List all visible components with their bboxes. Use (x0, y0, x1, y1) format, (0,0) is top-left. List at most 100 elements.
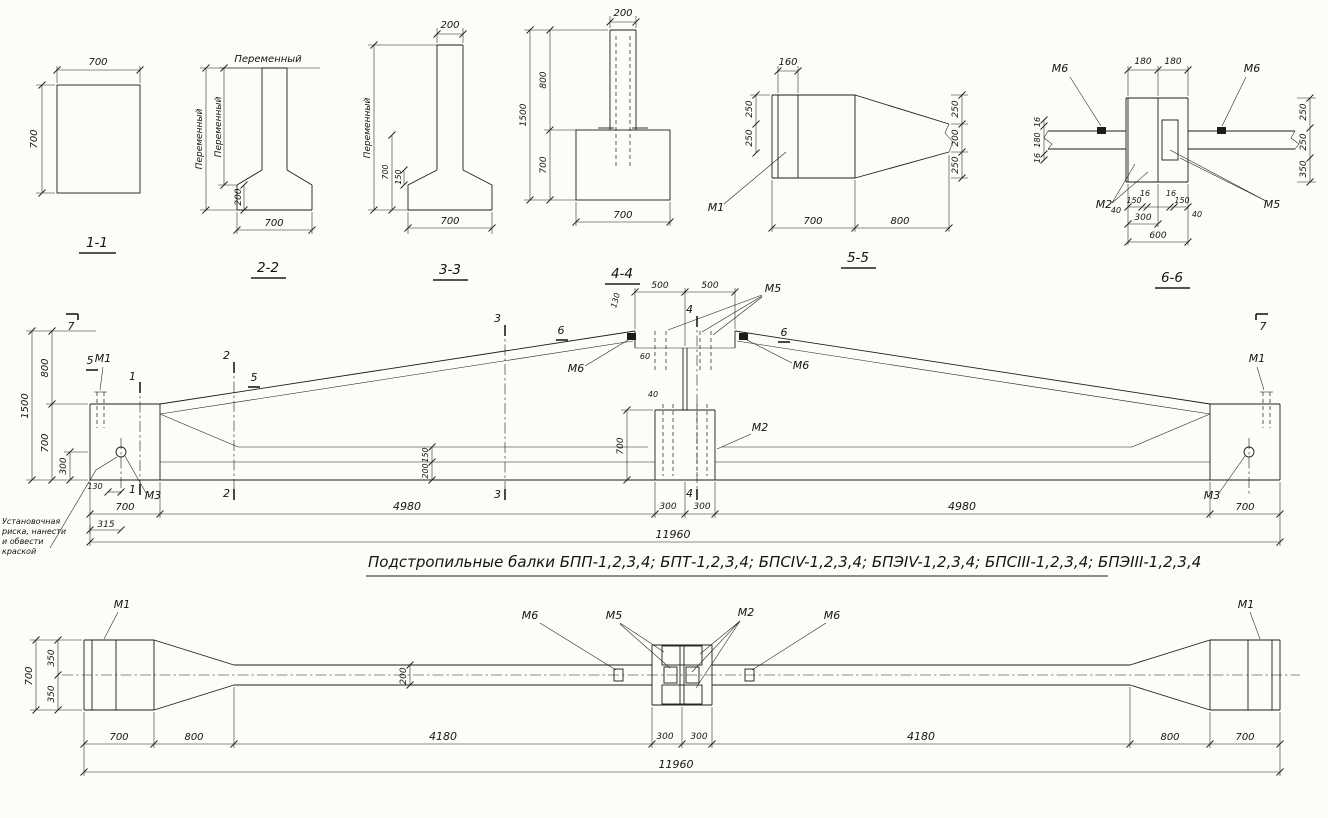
dim-150: 150 (1126, 196, 1141, 205)
dim-4180: 4180 (429, 730, 457, 743)
mark-m6-left: М6 (522, 609, 539, 622)
dim-350: 350 (47, 685, 57, 702)
dim-250: 250 (951, 156, 961, 173)
joint-plate-small (1161, 119, 1179, 161)
section-label: 6-6 (1161, 270, 1183, 286)
mark-m5: М5 (1264, 198, 1281, 211)
dim-700-web: 700 (381, 164, 390, 179)
dim-700-bottom: 700 (440, 216, 459, 227)
joint-plate-top (661, 645, 703, 666)
dim-300: 300 (659, 502, 676, 512)
dim-150: 150 (1174, 196, 1189, 205)
cut-3-top: 3 (494, 312, 501, 325)
dim-250: 250 (745, 129, 755, 146)
cut-7-right: 7 (1260, 320, 1267, 333)
drawing-title: Подстропильные балки БПП-1,2,3,4; БПТ-1,… (368, 553, 1201, 571)
dim-200-web: 200 (951, 129, 961, 146)
dim-11960: 11960 (656, 528, 691, 541)
dim-700: 700 (1235, 732, 1254, 743)
mark-m2: М2 (1096, 198, 1113, 211)
mark-m5: М5 (765, 282, 782, 295)
dim-700: 700 (803, 216, 822, 227)
washer-m6-right (1217, 127, 1226, 134)
embedded-plate-m1 (777, 94, 799, 179)
dim-700: 700 (115, 502, 134, 513)
dim-200-top: 200 (613, 8, 632, 19)
washer-m6-left (1097, 127, 1106, 134)
cut-7-left: 7 (68, 320, 75, 333)
mark-m6-left: М6 (1052, 62, 1069, 75)
mark-m6-right: М6 (1244, 62, 1261, 75)
cut-5-left: 5 (87, 354, 94, 367)
dim-700-top: 700 (88, 57, 107, 68)
dim-200-web: 200 (399, 667, 409, 684)
dim-500: 500 (701, 281, 718, 291)
note-line-2: риска, нанести (1, 527, 66, 536)
dim-350: 350 (47, 649, 57, 666)
dim-800: 800 (184, 732, 203, 743)
dim-40: 40 (648, 390, 658, 399)
dim-130: 130 (87, 482, 102, 491)
dim-250: 250 (745, 100, 755, 117)
mark-m3-left: М3 (145, 489, 162, 502)
washer-m6-left (613, 668, 624, 682)
mark-m5: М5 (606, 609, 623, 622)
cut-1-top: 1 (129, 370, 136, 383)
mark-m2: М2 (752, 421, 769, 434)
dim-800: 800 (1160, 732, 1179, 743)
plan-view: М1 М1 М6 М5 М2 М6 700 350 350 200 700 80… (24, 598, 1300, 776)
dim-800: 800 (890, 216, 909, 227)
dim-700: 700 (24, 666, 35, 685)
dim-800: 800 (539, 71, 549, 88)
dim-700: 700 (1235, 502, 1254, 513)
dim-4980: 4980 (948, 500, 976, 513)
mark-m1-right: М1 (1249, 352, 1266, 365)
dim-16: 16 (1166, 189, 1176, 198)
dim-4980: 4980 (393, 500, 421, 513)
section-5-5: 160 250 250 250 200 250 М1 700 800 5-5 (708, 57, 968, 269)
cut-3-bottom: 3 (494, 488, 501, 501)
dim-60: 60 (640, 352, 650, 361)
dim-130: 130 (609, 292, 622, 309)
dim-600: 600 (1149, 231, 1166, 241)
dim-11960: 11960 (659, 758, 694, 771)
dim-300: 300 (656, 732, 673, 742)
washer-m6-right (744, 668, 755, 682)
mark-m2: М2 (738, 606, 755, 619)
section-3-3: 200 Переменный 700 150 700 3-3 (363, 20, 496, 281)
dim-150-chord: 150 (421, 447, 430, 462)
section-1-1: 700 700 1-1 (29, 57, 144, 254)
dim-variable-left-1: Переменный (195, 109, 205, 170)
elevation-view: 1 1 2 2 3 3 4 4 5 5 6 6 7 7 М1 М1 М3 М3 … (1, 281, 1284, 556)
dim-300: 300 (690, 732, 707, 742)
dim-300: 300 (1134, 213, 1151, 223)
dim-variable-left-2: Переменный (214, 97, 224, 158)
dim-700: 700 (40, 433, 51, 452)
section-label: 4-4 (611, 266, 633, 282)
dim-160-plate: 160 (778, 57, 797, 68)
joint-pad-left (663, 666, 678, 684)
dim-300: 300 (693, 502, 710, 512)
section-2-2: Переменный Переменный Переменный 200 700… (195, 54, 320, 279)
washer-m6-left (627, 333, 636, 340)
mark-m6-right: М6 (793, 359, 810, 372)
dim-250: 250 (1299, 133, 1309, 150)
cut-5-right: 5 (251, 371, 258, 384)
dim-200-chord: 200 (421, 463, 430, 478)
dim-350: 350 (1299, 160, 1309, 177)
section-label: 3-3 (439, 262, 461, 278)
mark-m6-left: М6 (568, 362, 585, 375)
dim-150-flare: 150 (394, 169, 403, 184)
dim-180: 180 (1164, 57, 1181, 67)
dim-700-bottom: 700 (264, 218, 283, 229)
mark-m1-left: М1 (95, 352, 112, 365)
dim-180: 180 (1033, 132, 1042, 147)
cut-6-right: 6 (781, 326, 788, 339)
washer-m6-right (739, 333, 748, 340)
dim-700: 700 (539, 156, 549, 173)
mark-m1: М1 (708, 201, 725, 214)
mark-m3-right: М3 (1204, 489, 1221, 502)
cut-2-bottom: 2 (223, 487, 230, 500)
note-line-1: Установочная (2, 517, 60, 526)
